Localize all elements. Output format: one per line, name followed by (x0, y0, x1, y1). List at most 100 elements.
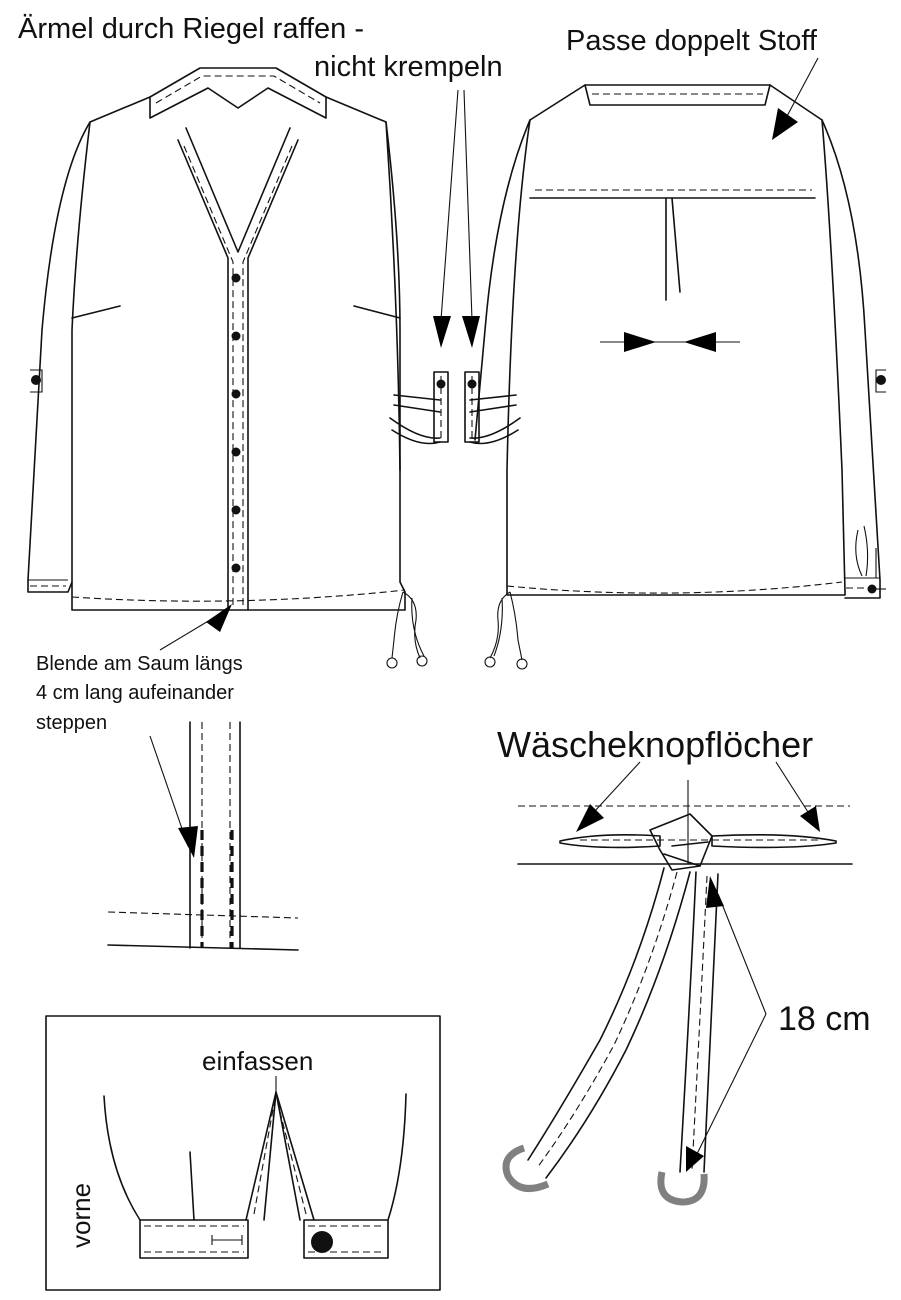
yoke-note-pointer (785, 57, 819, 119)
back-left-sleeve (474, 119, 531, 441)
sleeve-tab-right-button (467, 379, 477, 389)
sleeve-tab-left (433, 371, 449, 443)
front-placket-left (177, 139, 229, 611)
sleeve-note-arrow-left (433, 316, 451, 348)
front-neck-inner (185, 127, 291, 253)
back-dart-arrow-left (624, 332, 656, 352)
front-button (231, 273, 241, 283)
front-button (231, 447, 241, 457)
back-sleeve-slit (855, 525, 869, 577)
buttonholes-pointer-left (593, 761, 641, 813)
back-hem-stitch (506, 581, 843, 594)
hem-placket-detail (107, 604, 299, 951)
length-pointer-lower (693, 1013, 767, 1161)
front-body-outline (27, 96, 406, 611)
front-label: vorne (66, 1183, 96, 1248)
front-buttons (231, 273, 241, 573)
cuff-slit-left (245, 1091, 277, 1221)
buttonhole-right (711, 833, 837, 849)
tie-detail (502, 761, 853, 1206)
buttonholes-pointer-right (775, 761, 809, 813)
back-drawstring-end (484, 656, 496, 668)
sleeve-note-line-2: nicht krempeln (314, 51, 503, 83)
tie-ring-right (657, 1171, 708, 1206)
sleeve-note-arrow-right (462, 316, 480, 348)
length-arrow-upper (706, 876, 724, 908)
front-drawstring-end (386, 657, 398, 669)
yoke-note-arrow (772, 108, 798, 140)
length-arrow-lower (686, 1146, 704, 1172)
front-left-cuff (28, 579, 68, 593)
tie-strip-right (679, 871, 719, 1173)
front-collar-stitch (155, 75, 321, 104)
length-label: 18 cm (778, 1000, 871, 1038)
placket-note-line-3: steppen (36, 712, 107, 734)
front-button (231, 389, 241, 399)
back-sleeve-gather (469, 394, 521, 445)
front-drawstring (391, 591, 425, 659)
front-hem-stitch (71, 589, 406, 602)
buttonholes-arrow-left (576, 804, 604, 832)
back-cuff-button (867, 584, 877, 594)
sleeve-tab-right (464, 371, 480, 443)
back-right-tab-button (876, 375, 886, 385)
cuff-left (139, 1219, 249, 1259)
front-left-dart (71, 305, 121, 319)
tie-strip-left (527, 867, 691, 1179)
detail-hem-line (107, 944, 299, 951)
front-right-sleeve-seam (385, 121, 401, 471)
tie-strip-left-stitch (536, 871, 678, 1169)
cuff-slit-right (275, 1091, 315, 1221)
front-placket-stitch-left (183, 145, 234, 605)
front-right-dart (353, 305, 401, 319)
back-drawstring (489, 591, 523, 661)
front-placket-right (247, 139, 299, 611)
cuff-right (303, 1219, 389, 1259)
front-collar (149, 67, 327, 119)
front-button (231, 505, 241, 515)
tie-ring-left (502, 1144, 550, 1192)
cuff-slit-stitch-left (253, 1103, 275, 1215)
back-right-sleeve (821, 119, 881, 599)
back-body-outline (506, 84, 846, 596)
back-pleat (665, 197, 681, 301)
detail-hem-stitch (107, 911, 299, 919)
buttonholes-arrow-right (800, 806, 820, 832)
front-view (27, 67, 441, 669)
back-dart-arrow-right (684, 332, 716, 352)
front-left-tab (30, 369, 43, 393)
front-sleeve-gather (389, 394, 441, 445)
front-left-tab-button (31, 375, 41, 385)
tie-knot-fold (663, 841, 709, 867)
placket-note-line-1: Blende am Saum längs (36, 653, 243, 675)
sleeve-note-line-1: Ärmel durch Riegel raffen - (18, 13, 364, 45)
sleeve-tab-left-button (436, 379, 446, 389)
front-button (231, 331, 241, 341)
cuff-sleeve-right (387, 1093, 407, 1221)
front-drawstring-end (416, 655, 428, 667)
cuff-buttonhole (211, 1235, 243, 1245)
cuff-pleat-line (189, 1151, 195, 1221)
detail-arrow (178, 826, 198, 858)
front-left-sleeve-seam (71, 121, 91, 583)
buttonhole-left (559, 833, 661, 849)
cuff-detail-border (45, 1015, 441, 1291)
back-collar (584, 84, 771, 106)
binding-label: einfassen (202, 1046, 313, 1076)
cuff-button (311, 1231, 333, 1253)
placket-note-arrow (206, 604, 232, 632)
cuff-left-stitch (144, 1225, 244, 1253)
tie-strip-right-stitch (691, 875, 708, 1171)
back-right-tab (875, 369, 886, 393)
length-pointer-upper (717, 893, 767, 1015)
front-placket-stitch-right (242, 145, 293, 605)
sleeve-tabs (433, 89, 480, 443)
back-drawstring-end (516, 658, 528, 670)
placket-note-line-2: 4 cm lang aufeinander (36, 682, 234, 704)
cuff-slit-stitch-right (277, 1103, 307, 1215)
cuff-detail-frame (45, 1015, 441, 1291)
buttonholes-label: Wäscheknopflöcher (497, 724, 813, 765)
back-view (469, 84, 886, 670)
sleeve-note-pointer (440, 89, 473, 321)
